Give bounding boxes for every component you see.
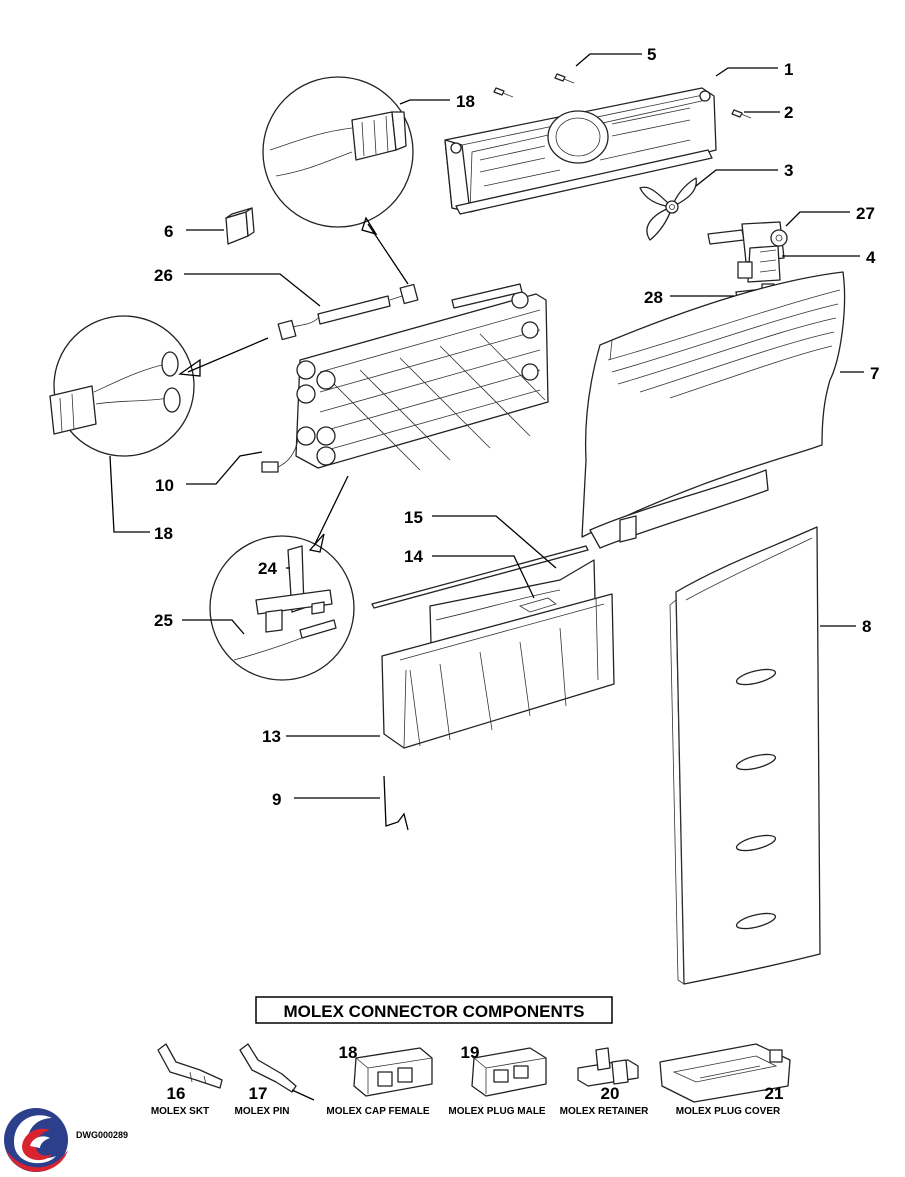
molex-cap-female-label: MOLEX CAP FEMALE xyxy=(326,1106,429,1117)
molex-pin-number: 17 xyxy=(249,1084,268,1103)
callout-15: 15 xyxy=(404,508,423,527)
part-3-fan-blade xyxy=(639,177,697,241)
callout-27: 27 xyxy=(856,204,875,223)
drawing-reference: DWG000289 xyxy=(76,1130,128,1140)
molex-retainer-number: 20 xyxy=(601,1084,620,1103)
callout-5: 5 xyxy=(647,45,656,64)
part-6-block xyxy=(225,207,255,245)
callout-numbers: 1 2 3 4 5 6 7 8 9 10 13 14 15 18 18 24 2… xyxy=(154,45,879,809)
molex-plug-cover-label: MOLEX PLUG COVER xyxy=(676,1106,781,1117)
molex-plug-male-label: MOLEX PLUG MALE xyxy=(448,1106,546,1117)
callout-2: 2 xyxy=(784,103,793,122)
brand-logo xyxy=(4,1108,68,1172)
molex-skt-number: 16 xyxy=(167,1084,186,1103)
leader-lines xyxy=(109,53,864,799)
molex-skt-icon xyxy=(157,1043,223,1089)
molex-retainer-icon xyxy=(577,1047,639,1087)
callout-4: 4 xyxy=(866,248,876,267)
callout-3: 3 xyxy=(784,161,793,180)
callout-28: 28 xyxy=(644,288,663,307)
molex-plug-cover-number: 21 xyxy=(765,1084,784,1103)
callout-1: 1 xyxy=(784,60,793,79)
callout-9: 9 xyxy=(272,790,281,809)
molex-pin-label: MOLEX PIN xyxy=(234,1106,289,1117)
molex-title: MOLEX CONNECTOR COMPONENTS xyxy=(284,1002,585,1021)
part-15-strip xyxy=(371,545,589,609)
callout-24: 24 xyxy=(258,559,277,578)
callout-6: 6 xyxy=(164,222,173,241)
callout-8: 8 xyxy=(862,617,871,636)
part-1-fan-cover-bracket xyxy=(444,87,717,215)
part-13-drain-trough xyxy=(381,593,615,749)
molex-plug-male-number: 19 xyxy=(461,1043,480,1062)
part-2-screw xyxy=(731,109,752,119)
molex-components-panel: MOLEX CONNECTOR COMPONENTS xyxy=(151,996,791,1117)
molex-cap-female-icon xyxy=(353,1047,433,1097)
callout-10: 10 xyxy=(155,476,174,495)
callout-18-top: 18 xyxy=(456,92,475,111)
callout-7: 7 xyxy=(870,364,879,383)
molex-title-box xyxy=(255,996,613,1024)
molex-pin-icon xyxy=(239,1043,315,1101)
callout-18-left: 18 xyxy=(154,524,173,543)
molex-retainer-label: MOLEX RETAINER xyxy=(560,1106,649,1117)
molex-cap-female-number: 18 xyxy=(339,1043,358,1062)
part-27-motor-bearing xyxy=(770,229,788,247)
molex-skt-label: MOLEX SKT xyxy=(151,1106,209,1117)
part-26-heater-wire xyxy=(277,283,419,341)
molex-plug-cover-icon xyxy=(659,1043,791,1103)
part-4-fan-motor xyxy=(707,221,785,283)
evaporator-assembly xyxy=(295,283,549,471)
part-7-air-duct-panel xyxy=(581,271,846,549)
part-9-wire-clip xyxy=(383,775,409,831)
molex-plug-male-icon xyxy=(471,1047,547,1097)
callout-25: 25 xyxy=(154,611,173,630)
callout-26: 26 xyxy=(154,266,173,285)
part-10-thermistor xyxy=(261,439,299,473)
detail-circle-connector-top xyxy=(262,76,414,285)
detail-circle-sensor xyxy=(209,475,355,681)
callout-13: 13 xyxy=(262,727,281,746)
part-5-screws xyxy=(493,73,575,98)
callout-14: 14 xyxy=(404,547,423,566)
part-8-back-panel xyxy=(669,526,821,985)
detail-circle-connector-left xyxy=(49,315,269,457)
